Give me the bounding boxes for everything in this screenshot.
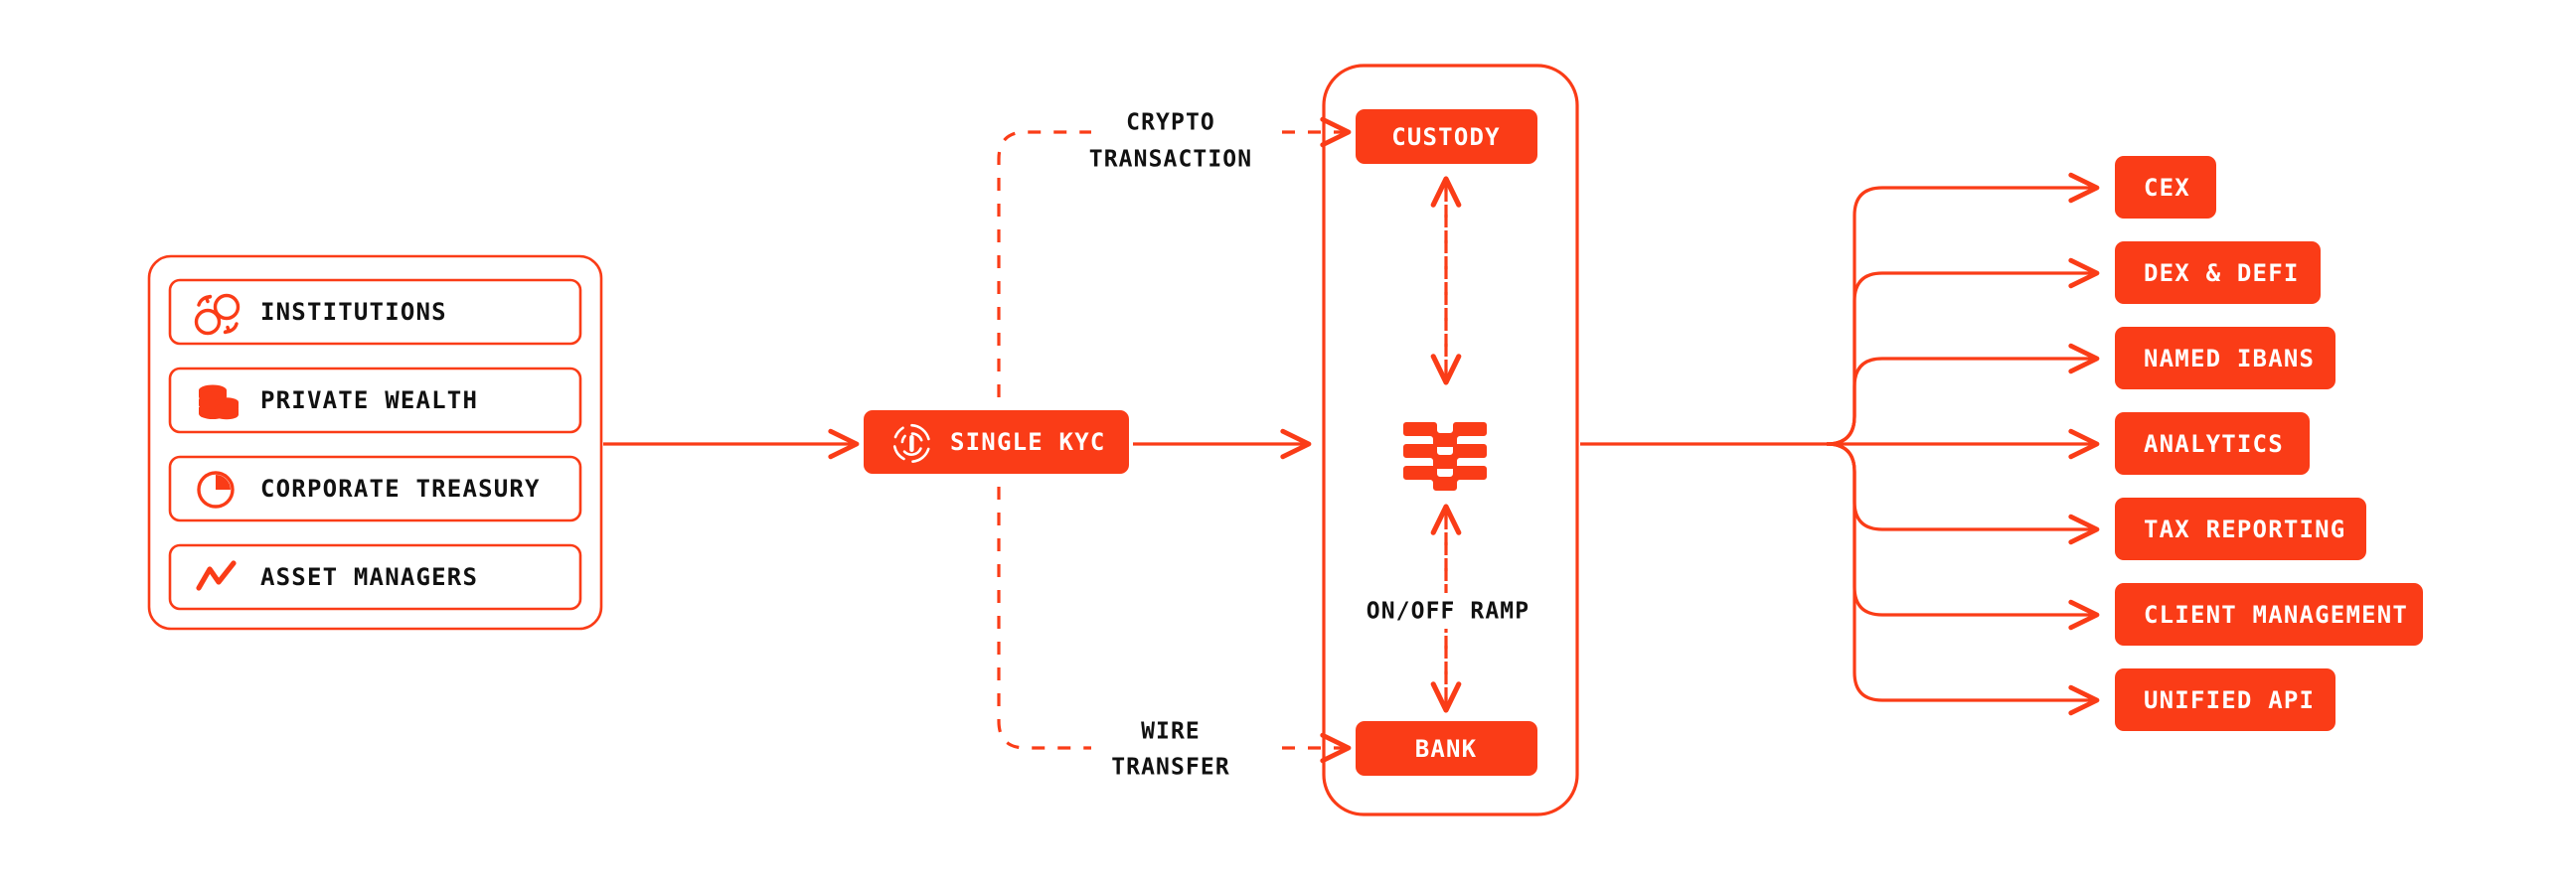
edge-kyc-wire-path xyxy=(997,487,1091,750)
output-label: DEX & DEFI xyxy=(2144,259,2300,287)
output-node-dex-defi[interactable]: DEX & DEFI xyxy=(2115,241,2321,304)
output-label: CLIENT MANAGEMENT xyxy=(2144,601,2408,629)
fingerprint-id-icon xyxy=(892,423,930,463)
output-label: NAMED IBANS xyxy=(2144,345,2315,372)
list-item-corporate-treasury[interactable]: CORPORATE TREASURY xyxy=(168,455,582,522)
custody-label: CUSTODY xyxy=(1391,123,1501,151)
list-item-box xyxy=(168,367,582,434)
on-off-ramp-label-mask xyxy=(1354,593,1542,629)
output-node-unified-api[interactable]: UNIFIED API xyxy=(2115,668,2335,731)
output-label: TAX REPORTING xyxy=(2144,516,2345,543)
list-item-label: CORPORATE TREASURY xyxy=(260,475,541,503)
edge-label-wire-line1: WIRE xyxy=(1141,719,1201,745)
list-item-box xyxy=(168,278,582,346)
platform-container xyxy=(1322,64,1579,816)
edge-to-cex xyxy=(1826,172,2100,446)
list-item-label: INSTITUTIONS xyxy=(260,298,447,326)
layers-logo-icon xyxy=(1403,422,1487,491)
coins-stack-icon xyxy=(199,384,239,420)
client-segments-group: INSTITUTIONS xyxy=(147,254,603,631)
edge-label-on-off-ramp: ON/OFF RAMP xyxy=(1367,599,1530,625)
edge-label-crypto-line1: CRYPTO xyxy=(1126,110,1215,136)
output-box xyxy=(2115,583,2423,646)
output-box xyxy=(2115,668,2335,731)
output-label: ANALYTICS xyxy=(2144,430,2284,458)
custody-node[interactable]: CUSTODY xyxy=(1356,109,1537,164)
bank-node[interactable]: BANK xyxy=(1356,721,1537,776)
edge-to-unified-api xyxy=(1826,442,2100,716)
client-segments-container xyxy=(147,254,603,631)
edge-label-wire-line2: TRANSFER xyxy=(1111,755,1230,781)
single-kyc-box xyxy=(864,410,1129,474)
fanout-connectors xyxy=(1826,172,2100,716)
line-chart-icon xyxy=(196,560,237,591)
output-node-client-management[interactable]: CLIENT MANAGEMENT xyxy=(2115,583,2423,646)
platform-group: CUSTODY ON/OFF RAMP BANK xyxy=(1322,64,1579,816)
list-item-box xyxy=(168,455,582,522)
output-box xyxy=(2115,241,2321,304)
edge-to-named-ibans xyxy=(1826,343,2100,446)
output-label: CEX xyxy=(2144,174,2190,202)
output-node-tax-reporting[interactable]: TAX REPORTING xyxy=(2115,498,2366,560)
output-node-named-ibans[interactable]: NAMED IBANS xyxy=(2115,327,2335,389)
single-kyc-label: SINGLE KYC xyxy=(950,428,1106,456)
edge-kyc-crypto-path xyxy=(997,130,1091,397)
edge-to-tax-reporting xyxy=(1826,442,2100,545)
bank-label: BANK xyxy=(1415,735,1478,763)
list-item-label: ASSET MANAGERS xyxy=(260,563,478,591)
list-item-asset-managers[interactable]: ASSET MANAGERS xyxy=(168,543,582,611)
list-item-institutions[interactable]: INSTITUTIONS xyxy=(168,278,582,346)
list-item-private-wealth[interactable]: PRIVATE WEALTH xyxy=(168,367,582,434)
pie-chart-icon xyxy=(197,471,235,509)
output-box xyxy=(2115,156,2216,219)
institutions-exchange-icon xyxy=(194,293,241,336)
output-node-cex[interactable]: CEX xyxy=(2115,156,2216,219)
list-item-label: PRIVATE WEALTH xyxy=(260,386,478,414)
output-box xyxy=(2115,412,2310,475)
output-label: UNIFIED API xyxy=(2144,686,2315,714)
outputs-group: CEX DEX & DEFI NAMED IBANS ANALYTICS TAX… xyxy=(2115,156,2423,731)
output-box xyxy=(2115,327,2335,389)
edge-label-crypto-line2: TRANSACTION xyxy=(1089,147,1252,173)
single-kyc-node[interactable]: SINGLE KYC xyxy=(864,410,1129,474)
list-item-box xyxy=(168,543,582,611)
output-box xyxy=(2115,498,2366,560)
output-node-analytics[interactable]: ANALYTICS xyxy=(2115,412,2310,475)
bank-box xyxy=(1356,721,1537,776)
custody-box xyxy=(1356,109,1537,164)
